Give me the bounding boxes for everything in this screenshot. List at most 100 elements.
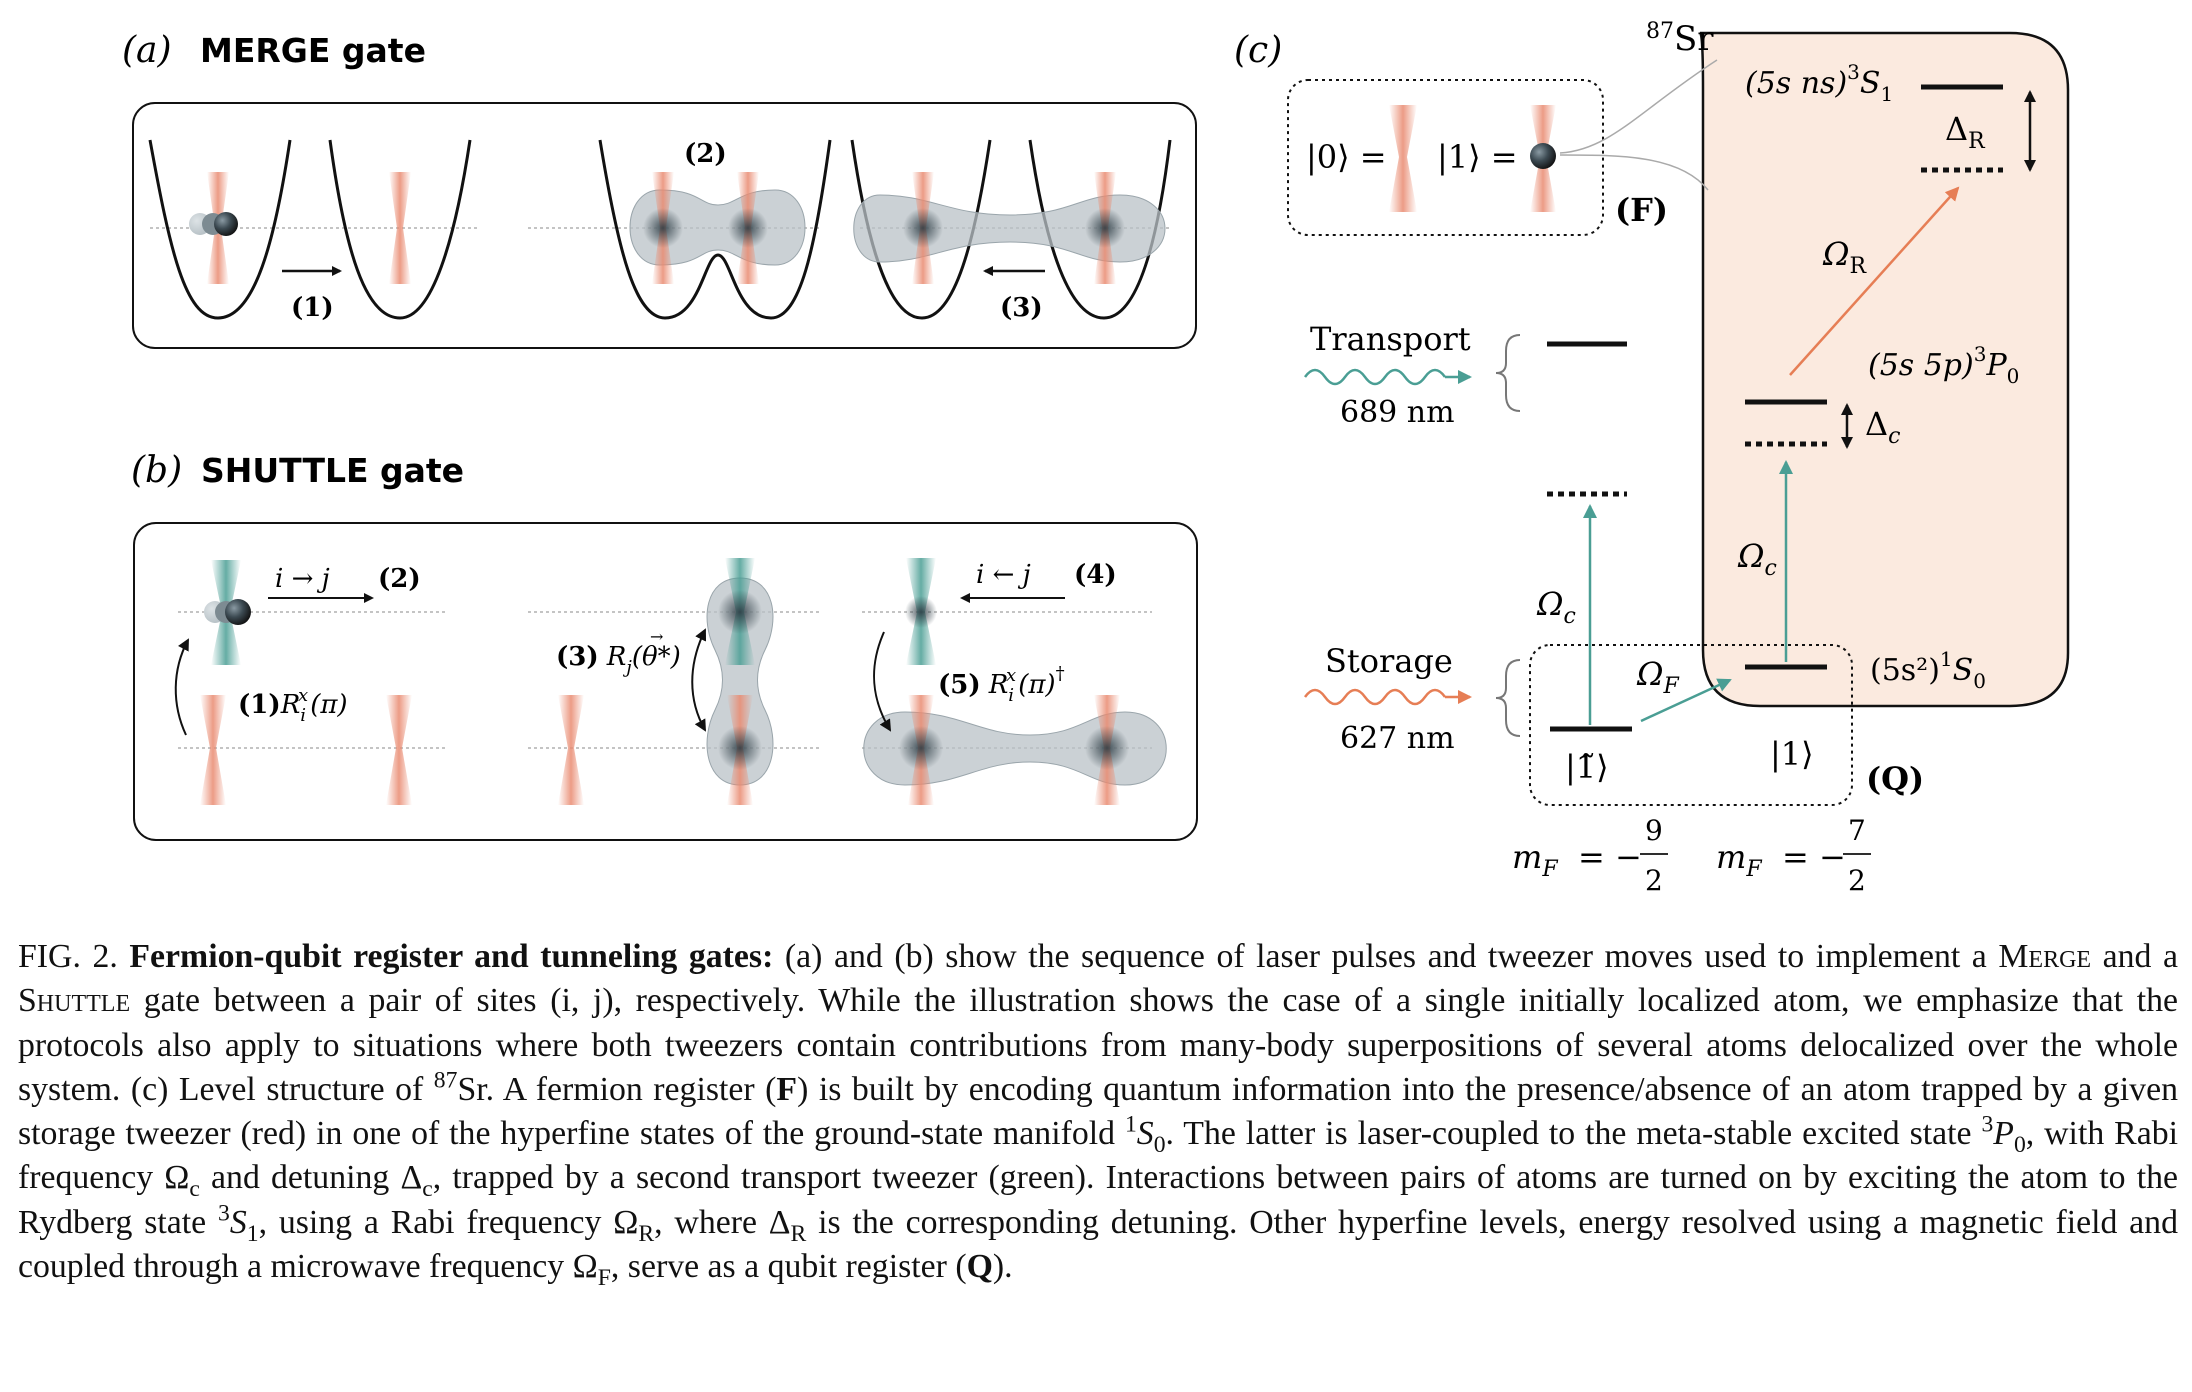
caption-text: gate between a pair of sites (i, j), res… <box>18 982 2178 1108</box>
step-label: (2) <box>684 139 727 169</box>
omega-c-left-label: Ωc <box>1536 585 1576 629</box>
caption-text: , where Δ <box>654 1203 791 1241</box>
rydberg-state-label: (5s ns)3S1 <box>1745 60 1893 106</box>
step-label: (2) <box>378 564 421 594</box>
step-3-stretched: (3) <box>850 139 1172 323</box>
strontium-level-box <box>1698 31 2070 708</box>
shuttle-step-4-5: i ← j (4) (5)Rix(π)† <box>862 558 1167 805</box>
register-F-label: (F) <box>1615 191 1668 229</box>
caption-text: and detuning Δ <box>199 1159 423 1197</box>
fermion-register-box <box>1287 79 1604 236</box>
caption-text: ). <box>992 1248 1013 1286</box>
caption-sub: F <box>597 1264 611 1291</box>
panel-a-letter: (a) <box>122 30 172 71</box>
omega-R-label: ΩR <box>1822 235 1868 279</box>
stretched-cloud <box>863 711 1167 786</box>
delta-R-label: ΔR <box>1945 110 1986 154</box>
storage-tweezer <box>389 172 411 284</box>
rotation-1-label: (1)Rix(π) <box>238 685 348 726</box>
ket-0-label: |0⟩ = <box>1306 138 1387 176</box>
caption-text: is the corresponding detuning. Other hyp… <box>18 1203 2178 1286</box>
step-2-double-well: (2) <box>528 139 832 320</box>
atom <box>225 599 251 625</box>
svg-text:mF: mF <box>1716 838 1762 882</box>
panel-b-title: SHUTTLE gate <box>201 451 464 490</box>
step-label: (3) <box>1000 293 1043 323</box>
mF-label-right: mF = − 7 2 <box>1716 814 1871 897</box>
transport-laser-wave <box>1303 368 1447 386</box>
storage-label: Storage <box>1325 642 1453 680</box>
mF-label-left: mF = − 9 2 <box>1512 814 1668 897</box>
caption-term: S <box>1136 1115 1154 1153</box>
caption-text: ) is built by encoding quantum informati… <box>18 1070 2178 1153</box>
delta-c-label: Δc <box>1865 405 1900 449</box>
caption-term: P <box>1993 1115 2014 1153</box>
atom <box>214 212 238 236</box>
panel-a-title: MERGE gate <box>200 31 426 70</box>
omega-c-right-label: Ωc <box>1737 537 1777 581</box>
caption-label: FIG. 2. <box>18 938 118 975</box>
storage-wavelength: 627 nm <box>1340 721 1455 756</box>
caption-sub: c <box>422 1176 433 1203</box>
caption-shuttle: Shuttle <box>18 982 131 1020</box>
omega-R-arrow <box>1789 186 1960 376</box>
figure-2: (a) MERGE gate (1) (2) <box>122 19 2070 897</box>
caption-sub: R <box>638 1220 655 1247</box>
rotation-5-label: (5)Rix(π)† <box>938 663 1065 706</box>
svg-text:9: 9 <box>1645 814 1663 847</box>
svg-text:2: 2 <box>1645 864 1663 897</box>
svg-text:mF: mF <box>1512 838 1558 882</box>
theta-vector-arrow: → <box>650 627 663 646</box>
ket-1-plain-label: |1⟩ <box>1770 735 1814 773</box>
caption-F: F <box>776 1070 798 1108</box>
rotation-3-label: (3)Rj(θ*) <box>556 642 681 678</box>
caption-sup: 1 <box>1124 1111 1137 1138</box>
ket-1-tilde-label: |1̃⟩ <box>1565 748 1609 786</box>
caption-text: Sr. A fermion register ( <box>457 1070 777 1108</box>
caption-sup: 87 <box>433 1067 458 1094</box>
caption-text: , with Rabi frequency Ω <box>18 1115 2179 1197</box>
svg-text:2: 2 <box>1848 864 1866 897</box>
storage-tweezer <box>386 695 412 805</box>
omega-F-arrow <box>1640 678 1732 723</box>
figure-caption: FIG. 2. Fermion-qubit register and tunne… <box>18 935 2179 1291</box>
step-label: (4) <box>1074 560 1117 590</box>
transport-wavelength: 689 nm <box>1340 395 1455 430</box>
step-label: (1) <box>291 293 334 323</box>
caption-text: (a) and (b) show the sequence of laser p… <box>773 938 1999 975</box>
transport-label: Transport <box>1310 320 1471 358</box>
shuttle-step-3: (3)Rj(θ*) → <box>528 558 820 805</box>
caption-sup: 3 <box>1981 1111 1994 1138</box>
merged-cloud <box>629 189 806 266</box>
caption-text: , using a Rabi frequency Ω <box>258 1203 639 1241</box>
caption-text: , serve as a qubit register ( <box>610 1248 967 1286</box>
caption-sub: 1 <box>246 1220 259 1247</box>
step-1-wells: (1) <box>148 139 480 323</box>
caption-merge: Merge <box>1998 938 2092 975</box>
p-state-label: (5s 5p)3P0 <box>1868 342 2019 388</box>
caption-sup: 3 <box>218 1200 230 1227</box>
caption-sub: c <box>189 1176 200 1203</box>
caption-Q: Q <box>966 1248 993 1286</box>
move-left-label: i ← j <box>976 560 1031 590</box>
panel-a-frame <box>132 102 1197 349</box>
ket-1-label: |1⟩ = <box>1437 138 1518 176</box>
caption-title: Fermion-qubit register and tunneling gat… <box>129 938 774 975</box>
storage-laser-wave <box>1303 688 1447 706</box>
caption-sub: 0 <box>2013 1131 2026 1158</box>
caption-text: . The latter is laser-coupled to the met… <box>1165 1115 1982 1153</box>
qubit-register-box <box>1529 644 1853 806</box>
caption-text: , trapped by a second transport tweezer … <box>18 1159 2179 1241</box>
storage-tweezer <box>200 695 226 805</box>
panel-c: (c) 87Sr |0⟩ = |1⟩ = (F) Transport 689 n… <box>1234 19 2070 897</box>
move-right-label: i → j <box>275 564 330 594</box>
svg-text:7: 7 <box>1848 814 1866 847</box>
isotope-label: 87Sr <box>1646 19 1714 59</box>
caption-sub: 0 <box>1153 1131 1166 1158</box>
caption-sub: R <box>790 1220 807 1247</box>
atom <box>1530 143 1556 169</box>
register-Q-label: (Q) <box>1866 760 1924 798</box>
caption-term: S <box>229 1203 247 1241</box>
shuttle-step-1-2: i → j (2) (1)Rix(π) <box>174 560 448 805</box>
panel-b: (b) SHUTTLE gate i → j (2) (1)Rix(π) <box>131 450 1198 841</box>
